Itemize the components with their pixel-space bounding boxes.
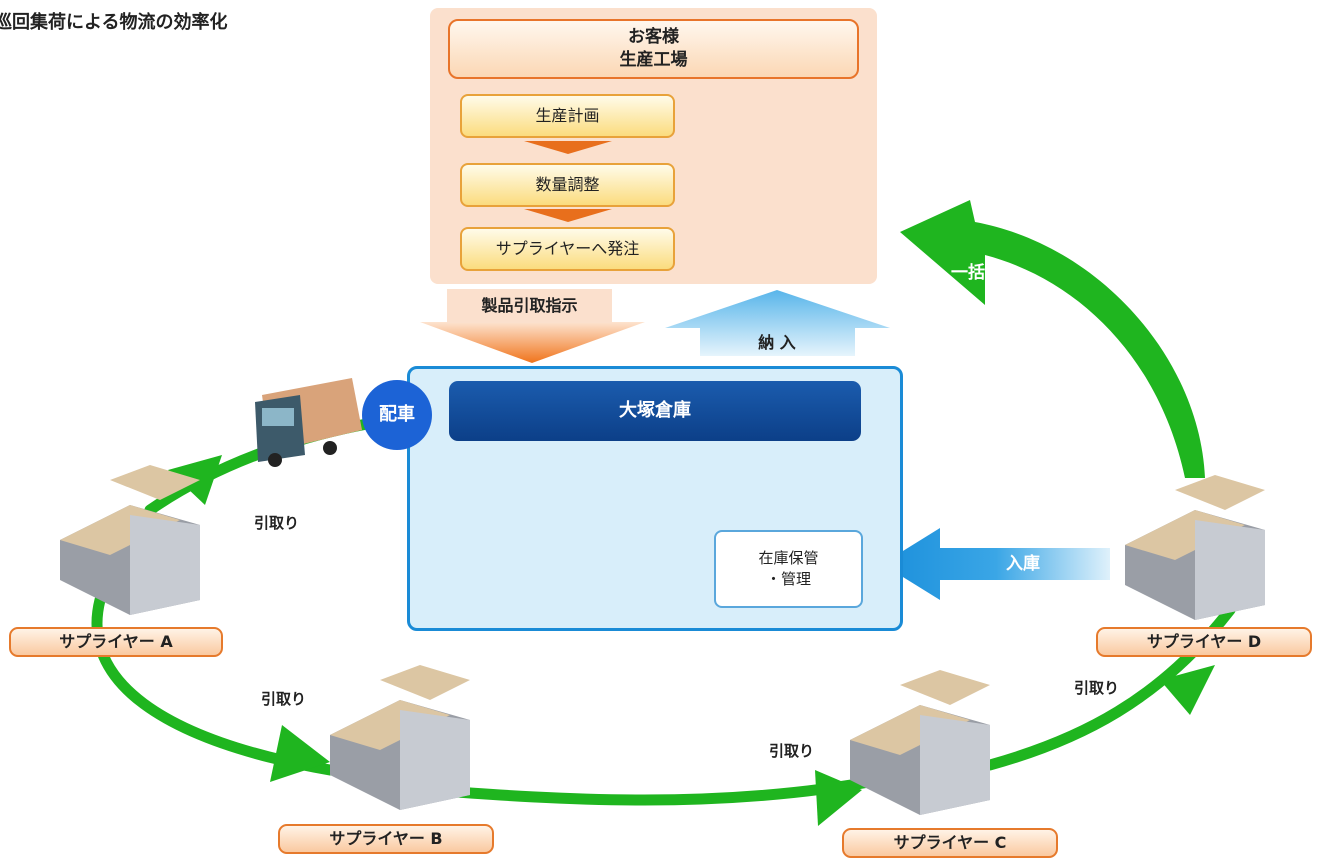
supplier-building-c — [850, 670, 990, 815]
inbound-arrow — [882, 528, 1110, 600]
truck-illustration — [255, 378, 362, 467]
bulk-delivery-label: 一括納入 — [951, 263, 1019, 283]
storage-management-box: 在庫保管 ・管理 — [714, 530, 863, 608]
loop-arrowhead-b — [270, 725, 330, 782]
step-order-supplier: サプライヤーへ発注 — [460, 227, 675, 271]
loop-arrowhead-c — [815, 770, 862, 826]
supplier-building-d — [1125, 475, 1265, 620]
supplier-building-b — [330, 665, 470, 810]
pickup-label-a: 引取り — [254, 514, 300, 532]
step-quantity-adjust: 数量調整 — [460, 163, 675, 207]
step-arrow-1 — [524, 141, 612, 154]
pick-instruction-arrow — [420, 322, 645, 363]
step-arrow-2 — [524, 209, 612, 222]
dispatch-circle: 配車 — [362, 380, 432, 450]
storage-line2: ・管理 — [765, 570, 811, 588]
supplier-building-a — [60, 465, 200, 615]
pickup-label-b: 引取り — [261, 690, 307, 708]
inbound-label: 入庫 — [1006, 554, 1040, 574]
customer-title-line2: 生産工場 — [619, 50, 688, 70]
supplier-b-label: サプライヤー B — [278, 824, 494, 854]
loop-segment-bottom — [424, 774, 886, 806]
delivery-arrow — [665, 290, 890, 356]
supplier-c-label: サプライヤー C — [842, 828, 1058, 858]
loop-arrowhead-d — [1160, 665, 1215, 715]
page-title: 巡回集荷による物流の効率化 — [0, 12, 228, 33]
step-production-plan: 生産計画 — [460, 94, 675, 138]
bulk-delivery-arrow — [900, 200, 1205, 478]
storage-line1: 在庫保管 — [758, 549, 819, 567]
supplier-a-label: サプライヤー A — [9, 627, 223, 657]
customer-factory-title: お客様 生産工場 — [448, 19, 859, 79]
delivery-label: 納 入 — [758, 333, 796, 352]
supplier-d-label: サプライヤー D — [1096, 627, 1312, 657]
customer-title-line1: お客様 — [628, 27, 679, 47]
warehouse-title: 大塚倉庫 — [449, 381, 861, 441]
pickup-label-c: 引取り — [769, 742, 815, 760]
pickup-label-d: 引取り — [1074, 679, 1120, 697]
pick-instruction-label: 製品引取指示 — [447, 289, 612, 323]
